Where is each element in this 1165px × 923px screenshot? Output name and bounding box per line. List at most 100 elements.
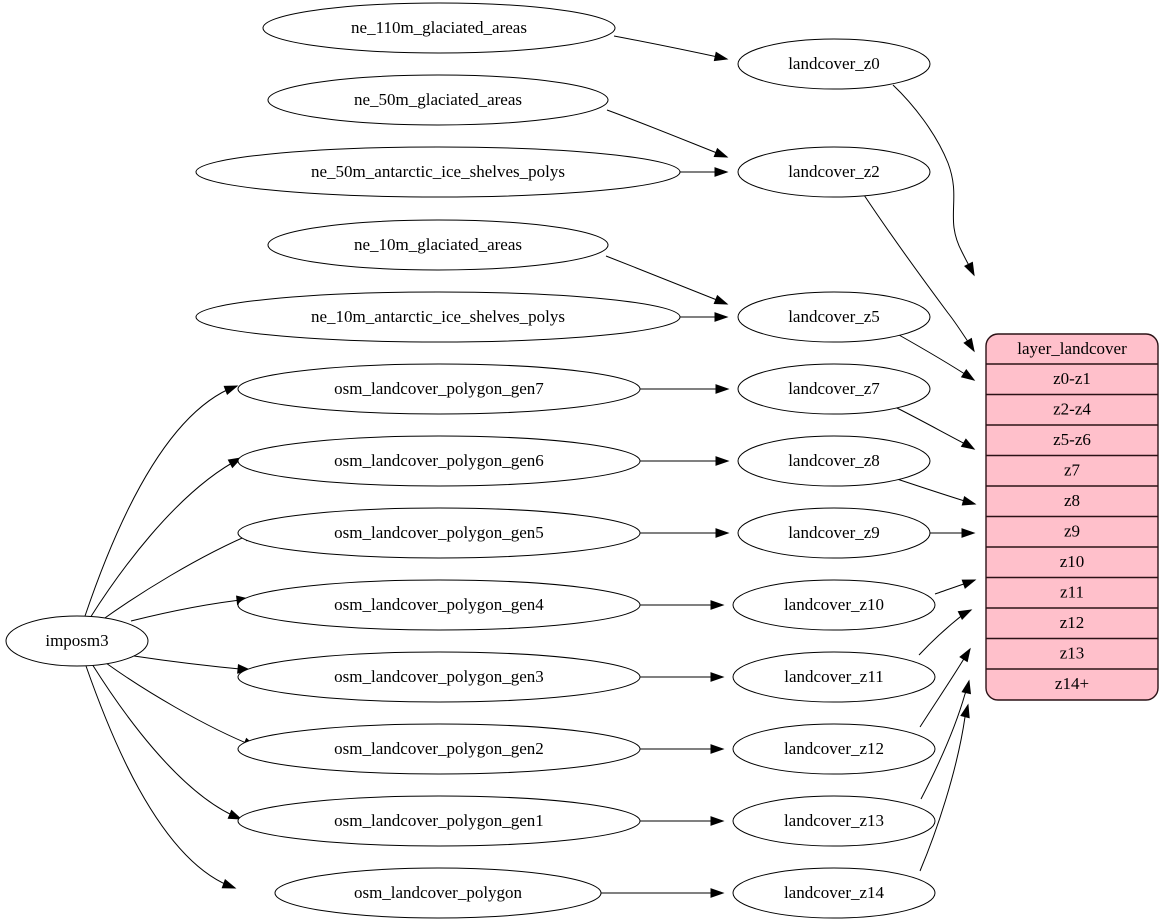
edge-arrowhead <box>960 369 976 381</box>
node-shape[interactable] <box>195 146 681 198</box>
edge-line <box>89 457 242 619</box>
node-landcover_z11[interactable]: landcover_z11 <box>732 651 936 703</box>
table-row-label: z12 <box>1060 613 1085 632</box>
table-header-label: layer_landcover <box>1017 339 1127 358</box>
node-ne_50m_glaciated_areas[interactable]: ne_50m_glaciated_areas <box>267 74 609 126</box>
node-shape[interactable] <box>737 435 931 487</box>
node-shape[interactable] <box>195 291 681 343</box>
edge-line <box>613 35 728 60</box>
node-landcover_z13[interactable]: landcover_z13 <box>732 795 936 847</box>
table-row-label: z0-z1 <box>1053 369 1091 388</box>
edge-line <box>919 704 969 872</box>
edge-arrowhead <box>964 261 975 277</box>
node-label: ne_110m_glaciated_areas <box>351 18 527 37</box>
table-node-layer_landcover[interactable]: layer_landcoverz0-z1z2-z4z5-z6z7z8z9z10z… <box>985 333 1159 701</box>
node-label: landcover_z13 <box>784 811 884 830</box>
node-label: ne_10m_glaciated_areas <box>354 235 522 254</box>
node-landcover_z9[interactable]: landcover_z9 <box>737 507 931 559</box>
node-shape[interactable] <box>737 507 931 559</box>
node-shape[interactable] <box>237 507 641 559</box>
node-shape[interactable] <box>237 363 641 415</box>
edge-arrowhead <box>715 528 730 538</box>
edge-line <box>605 255 728 305</box>
edge-landcover_z11-to-layer_landcover_row_7 <box>918 609 973 656</box>
node-shape[interactable] <box>267 74 609 126</box>
node-shape[interactable] <box>237 651 641 703</box>
node-shape[interactable] <box>737 146 931 198</box>
edge-arrowhead <box>961 528 976 538</box>
node-imposm3[interactable]: imposm3 <box>5 615 149 667</box>
node-ne_10m_glaciated_areas[interactable]: ne_10m_glaciated_areas <box>267 219 609 271</box>
node-shape[interactable] <box>267 219 609 271</box>
node-osm_landcover_polygon_gen1[interactable]: osm_landcover_polygon_gen1 <box>237 795 641 847</box>
edge-osm_landcover_polygon_gen4-to-landcover_z10 <box>640 600 725 610</box>
edge-line <box>85 665 236 889</box>
edge-imposm3-to-osm_landcover_polygon_gen7 <box>84 385 239 617</box>
edge-osm_landcover_polygon_gen7-to-landcover_z7 <box>640 384 730 394</box>
edge-ne_10m_antarctic_ice_shelves_polys-to-landcover_z5 <box>680 312 729 322</box>
node-shape[interactable] <box>732 651 936 703</box>
node-osm_landcover_polygon_gen2[interactable]: osm_landcover_polygon_gen2 <box>237 723 641 775</box>
node-landcover_z14[interactable]: landcover_z14 <box>732 867 936 919</box>
table-row-label: z5-z6 <box>1053 430 1091 449</box>
edge-landcover_z10-to-layer_landcover_row_6 <box>934 579 977 595</box>
edge-landcover_z0-to-layer_landcover_row_0 <box>892 84 975 277</box>
node-shape[interactable] <box>262 2 616 54</box>
edge-line <box>101 531 257 621</box>
node-shape[interactable] <box>737 363 931 415</box>
node-osm_landcover_polygon_gen5[interactable]: osm_landcover_polygon_gen5 <box>237 507 641 559</box>
node-osm_landcover_polygon_gen3[interactable]: osm_landcover_polygon_gen3 <box>237 651 641 703</box>
edge-osm_landcover_polygon_gen5-to-landcover_z9 <box>640 528 730 538</box>
table-row-label: z10 <box>1060 552 1085 571</box>
node-osm_landcover_polygon_gen7[interactable]: osm_landcover_polygon_gen7 <box>237 363 641 415</box>
node-label: landcover_z5 <box>788 307 880 326</box>
node-ne_50m_antarctic_ice_shelves_polys[interactable]: ne_50m_antarctic_ice_shelves_polys <box>195 146 681 198</box>
node-shape[interactable] <box>732 795 936 847</box>
edge-landcover_z8-to-layer_landcover_row_4 <box>893 477 977 506</box>
node-shape[interactable] <box>237 723 641 775</box>
node-landcover_z2[interactable]: landcover_z2 <box>737 146 931 198</box>
node-label: ne_50m_glaciated_areas <box>354 90 522 109</box>
node-osm_landcover_polygon_gen4[interactable]: osm_landcover_polygon_gen4 <box>237 579 641 631</box>
node-landcover_z8[interactable]: landcover_z8 <box>737 435 931 487</box>
node-shape[interactable] <box>5 615 149 667</box>
node-shape[interactable] <box>732 579 936 631</box>
node-shape[interactable] <box>237 579 641 631</box>
node-shape[interactable] <box>737 38 931 90</box>
edge-arrowhead <box>713 147 729 158</box>
table-row-label: z2-z4 <box>1053 400 1091 419</box>
node-osm_landcover_polygon[interactable]: osm_landcover_polygon <box>274 867 602 919</box>
node-shape[interactable] <box>732 867 936 919</box>
node-shape[interactable] <box>237 435 641 487</box>
edge-arrowhead <box>710 816 725 826</box>
node-label: osm_landcover_polygon_gen5 <box>334 523 544 542</box>
edge-imposm3-to-osm_landcover_polygon_gen2 <box>105 662 258 748</box>
node-label: osm_landcover_polygon <box>354 883 523 902</box>
node-landcover_z10[interactable]: landcover_z10 <box>732 579 936 631</box>
node-shape[interactable] <box>732 723 936 775</box>
edge-arrowhead <box>715 384 730 394</box>
edge-line <box>130 598 250 622</box>
edge-arrowhead <box>961 579 977 589</box>
node-ne_110m_glaciated_areas[interactable]: ne_110m_glaciated_areas <box>262 2 616 54</box>
node-shape[interactable] <box>274 867 602 919</box>
edge-arrowhead <box>710 888 725 898</box>
node-osm_landcover_polygon_gen6[interactable]: osm_landcover_polygon_gen6 <box>237 435 641 487</box>
node-shape[interactable] <box>237 795 641 847</box>
edge-arrowhead <box>961 496 977 506</box>
node-landcover_z5[interactable]: landcover_z5 <box>737 291 931 343</box>
node-label: osm_landcover_polygon_gen6 <box>334 451 544 470</box>
edges-layer <box>84 35 977 898</box>
edge-ne_50m_glaciated_areas-to-landcover_z2 <box>606 109 729 158</box>
node-landcover_z7[interactable]: landcover_z7 <box>737 363 931 415</box>
edge-ne_50m_antarctic_ice_shelves_polys-to-landcover_z2 <box>680 167 729 177</box>
node-label: osm_landcover_polygon_gen1 <box>334 811 544 830</box>
edge-arrowhead <box>713 51 729 62</box>
node-landcover_z0[interactable]: landcover_z0 <box>737 38 931 90</box>
node-label: landcover_z12 <box>784 739 884 758</box>
node-shape[interactable] <box>737 291 931 343</box>
node-ne_10m_antarctic_ice_shelves_polys[interactable]: ne_10m_antarctic_ice_shelves_polys <box>195 291 681 343</box>
node-landcover_z12[interactable]: landcover_z12 <box>732 723 936 775</box>
edge-arrowhead <box>223 385 239 396</box>
